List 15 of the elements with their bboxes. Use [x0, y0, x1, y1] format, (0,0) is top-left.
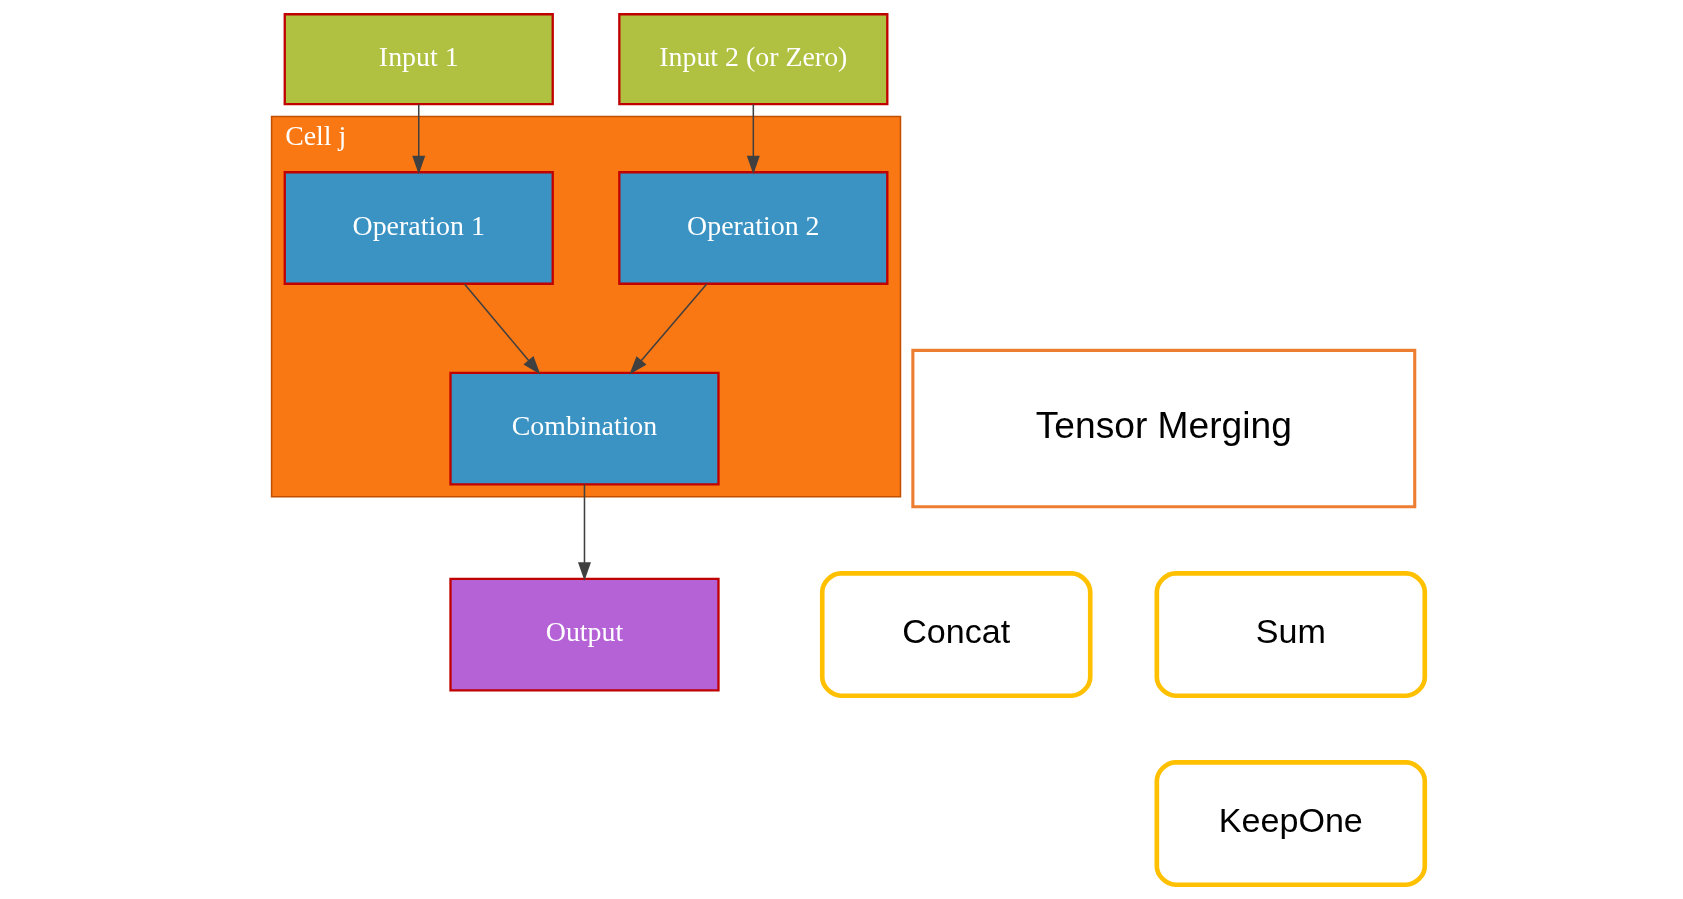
node-box: Combination: [448, 371, 720, 486]
arrow: [746, 103, 760, 175]
node-box: Output: [448, 577, 720, 692]
node-box: Sum: [1154, 571, 1427, 699]
node-box: Input 1: [283, 13, 554, 106]
node-box: Concat: [819, 571, 1093, 699]
arrow: [628, 283, 707, 375]
node-box: KeepOne: [1154, 760, 1427, 888]
arrow: [463, 283, 540, 375]
node-box: Tensor Merging: [910, 348, 1416, 509]
arrow: [411, 103, 425, 175]
arrow: [577, 483, 591, 581]
node-box: Operation 2: [617, 171, 888, 285]
node-box: Operation 1: [283, 171, 554, 285]
node-box: Input 2 (or Zero): [617, 13, 888, 106]
